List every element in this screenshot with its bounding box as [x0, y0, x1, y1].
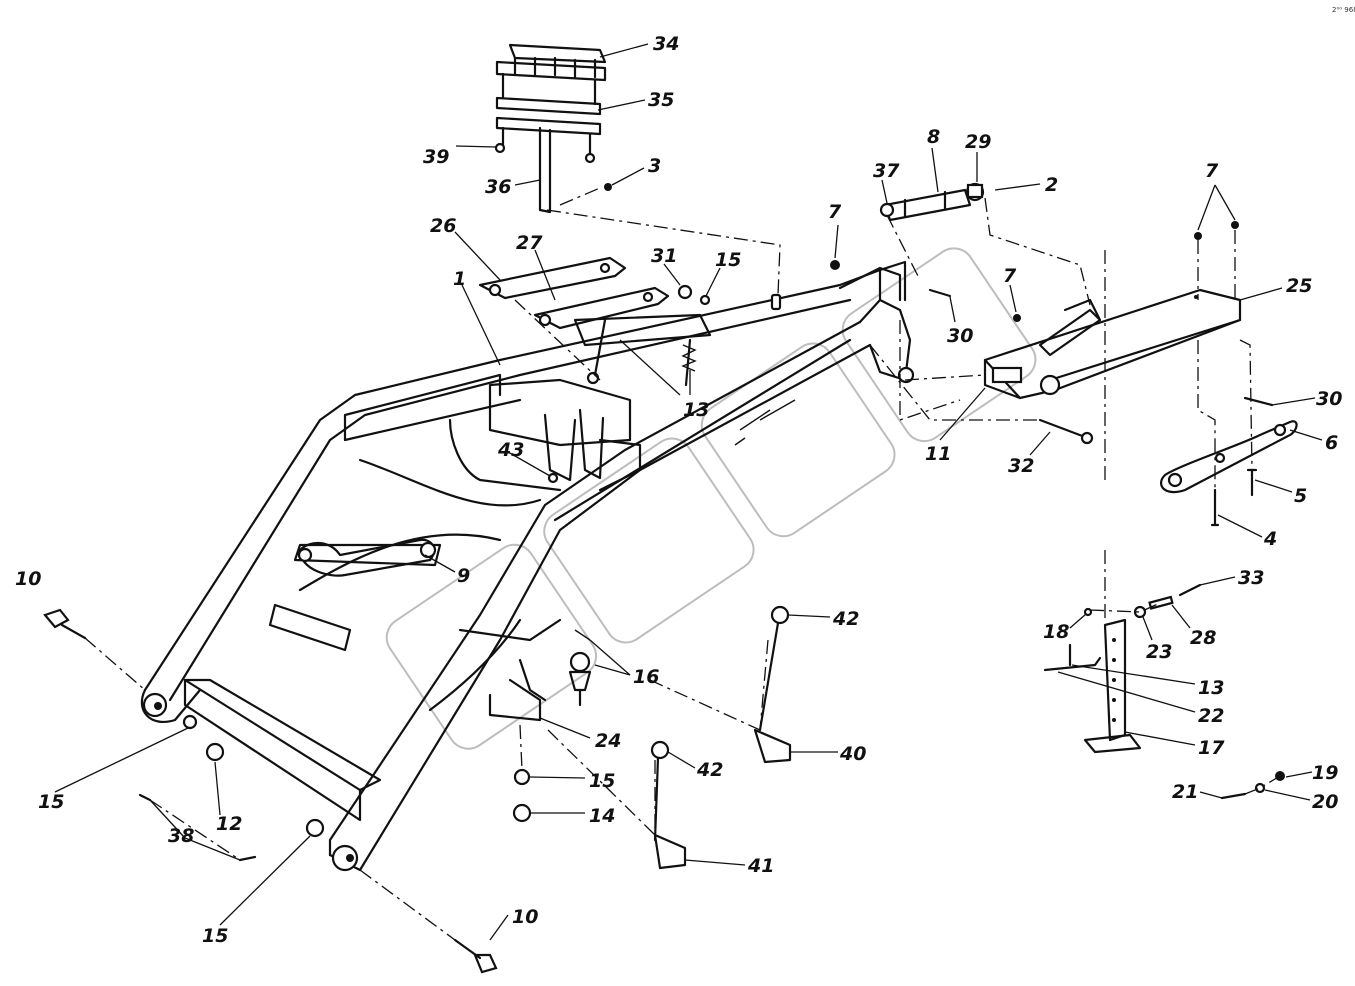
nut-12 — [205, 742, 225, 762]
nut-3 — [604, 183, 612, 191]
callout-4: 4 — [1263, 528, 1277, 550]
linkage-bar-27 — [533, 286, 670, 330]
hitch-pin-16 — [568, 651, 592, 707]
bracket-plate — [573, 313, 712, 347]
callout-5: 5 — [1294, 485, 1307, 507]
bolt-30a — [928, 288, 952, 298]
nut-14 — [512, 803, 532, 823]
callout-7-c: 7 — [1205, 160, 1219, 182]
callout-24: 24 — [595, 730, 621, 752]
callout-35: 35 — [648, 89, 674, 111]
bolt-33 — [1178, 583, 1202, 597]
hitch-bracket-6 — [1160, 420, 1298, 494]
callout-16: 16 — [633, 666, 659, 688]
callout-13-frame: 13 — [683, 399, 709, 421]
callout-19: 19 — [1312, 762, 1338, 784]
callout-39: 39 — [423, 146, 449, 168]
callout-30-a: 30 — [947, 325, 973, 347]
bolt-30b — [1243, 396, 1274, 407]
washer-15b — [305, 818, 325, 838]
callout-38: 38 — [168, 825, 194, 847]
nut-7b — [1013, 314, 1021, 322]
callout-31: 31 — [651, 245, 677, 267]
callout-8: 8 — [927, 126, 940, 148]
bolt-4 — [1210, 488, 1220, 527]
nut-31 — [677, 284, 693, 300]
nut-7c — [1194, 232, 1202, 240]
callout-6: 6 — [1325, 432, 1338, 454]
bolt-10-bottom — [453, 938, 498, 974]
bolt-32-head — [1080, 431, 1094, 445]
callout-15-mid: 15 — [589, 770, 615, 792]
callout-14: 14 — [589, 805, 615, 827]
bolt-10-top — [43, 608, 87, 640]
callout-11: 11 — [925, 443, 951, 465]
callout-7-b: 7 — [1003, 265, 1017, 287]
callout-41: 41 — [747, 855, 774, 877]
callout-10-bottom: 10 — [512, 906, 538, 928]
callout-7-a: 7 — [828, 201, 842, 223]
bolt-32 — [1038, 418, 1087, 439]
callout-37: 37 — [873, 160, 900, 182]
washer-15d — [699, 294, 711, 306]
bolt-5 — [1246, 468, 1258, 497]
callout-42-b: 42 — [696, 759, 723, 781]
callout-25: 25 — [1286, 275, 1312, 297]
seat-assembly — [494, 43, 607, 214]
callout-20: 20 — [1312, 791, 1338, 813]
washer-23 — [1133, 605, 1147, 619]
callout-10-top: 10 — [15, 568, 41, 590]
washer-20 — [1254, 782, 1266, 794]
washer-15c — [513, 768, 531, 786]
hydraulic-cylinder-8 — [879, 182, 985, 222]
callout-26: 26 — [430, 215, 456, 237]
washer-15 — [182, 714, 198, 730]
callout-36: 36 — [485, 176, 511, 198]
mount-pin — [770, 293, 782, 311]
jack-stand-17 — [1043, 618, 1142, 754]
pin-43 — [547, 472, 559, 484]
callout-15-bottom: 15 — [202, 925, 228, 947]
leader-lines — [54, 43, 1323, 941]
callout-33: 33 — [1238, 567, 1264, 589]
callout-32: 32 — [1008, 455, 1034, 477]
callout-15-top: 15 — [715, 249, 741, 271]
callout-1: 1 — [453, 268, 466, 290]
linkage-bar-26 — [478, 256, 627, 300]
callout-12: 12 — [216, 813, 242, 835]
callout-27: 27 — [516, 232, 543, 254]
watermark-stamp — [385, 247, 1037, 750]
callout-43: 43 — [497, 439, 524, 461]
pin-38 — [138, 793, 257, 862]
callout-28: 28 — [1190, 627, 1216, 649]
callout-22: 22 — [1198, 705, 1224, 727]
callout-34: 34 — [653, 33, 679, 55]
callout-29: 29 — [965, 131, 991, 153]
callout-2: 2 — [1045, 174, 1058, 196]
nut-7a — [830, 260, 840, 270]
callout-9: 9 — [457, 565, 470, 587]
locking-pin-42-41 — [650, 740, 687, 870]
callout-18: 18 — [1043, 621, 1069, 643]
clip-18 — [1083, 607, 1093, 617]
callout-23: 23 — [1146, 641, 1172, 663]
nut-7d — [1231, 221, 1239, 229]
locking-pin-42-40 — [753, 605, 792, 764]
callout-17: 17 — [1198, 737, 1225, 759]
corner-code: 2⁰⁰ 968 — [1332, 6, 1355, 14]
callout-42-a: 42 — [832, 608, 859, 630]
callout-13-jack: 13 — [1198, 677, 1224, 699]
callout-3: 3 — [648, 155, 661, 177]
callout-15-left: 15 — [38, 791, 64, 813]
bolt-21 — [1220, 792, 1247, 800]
assembly-lines — [84, 187, 1281, 941]
callout-30-b: 30 — [1316, 388, 1342, 410]
callout-40: 40 — [839, 743, 866, 765]
callout-labels: 34 35 39 3 36 26 27 31 15 1 13 7 37 8 29… — [15, 33, 1342, 947]
drawbar-25 — [983, 288, 1242, 400]
callout-21: 21 — [1172, 781, 1198, 803]
